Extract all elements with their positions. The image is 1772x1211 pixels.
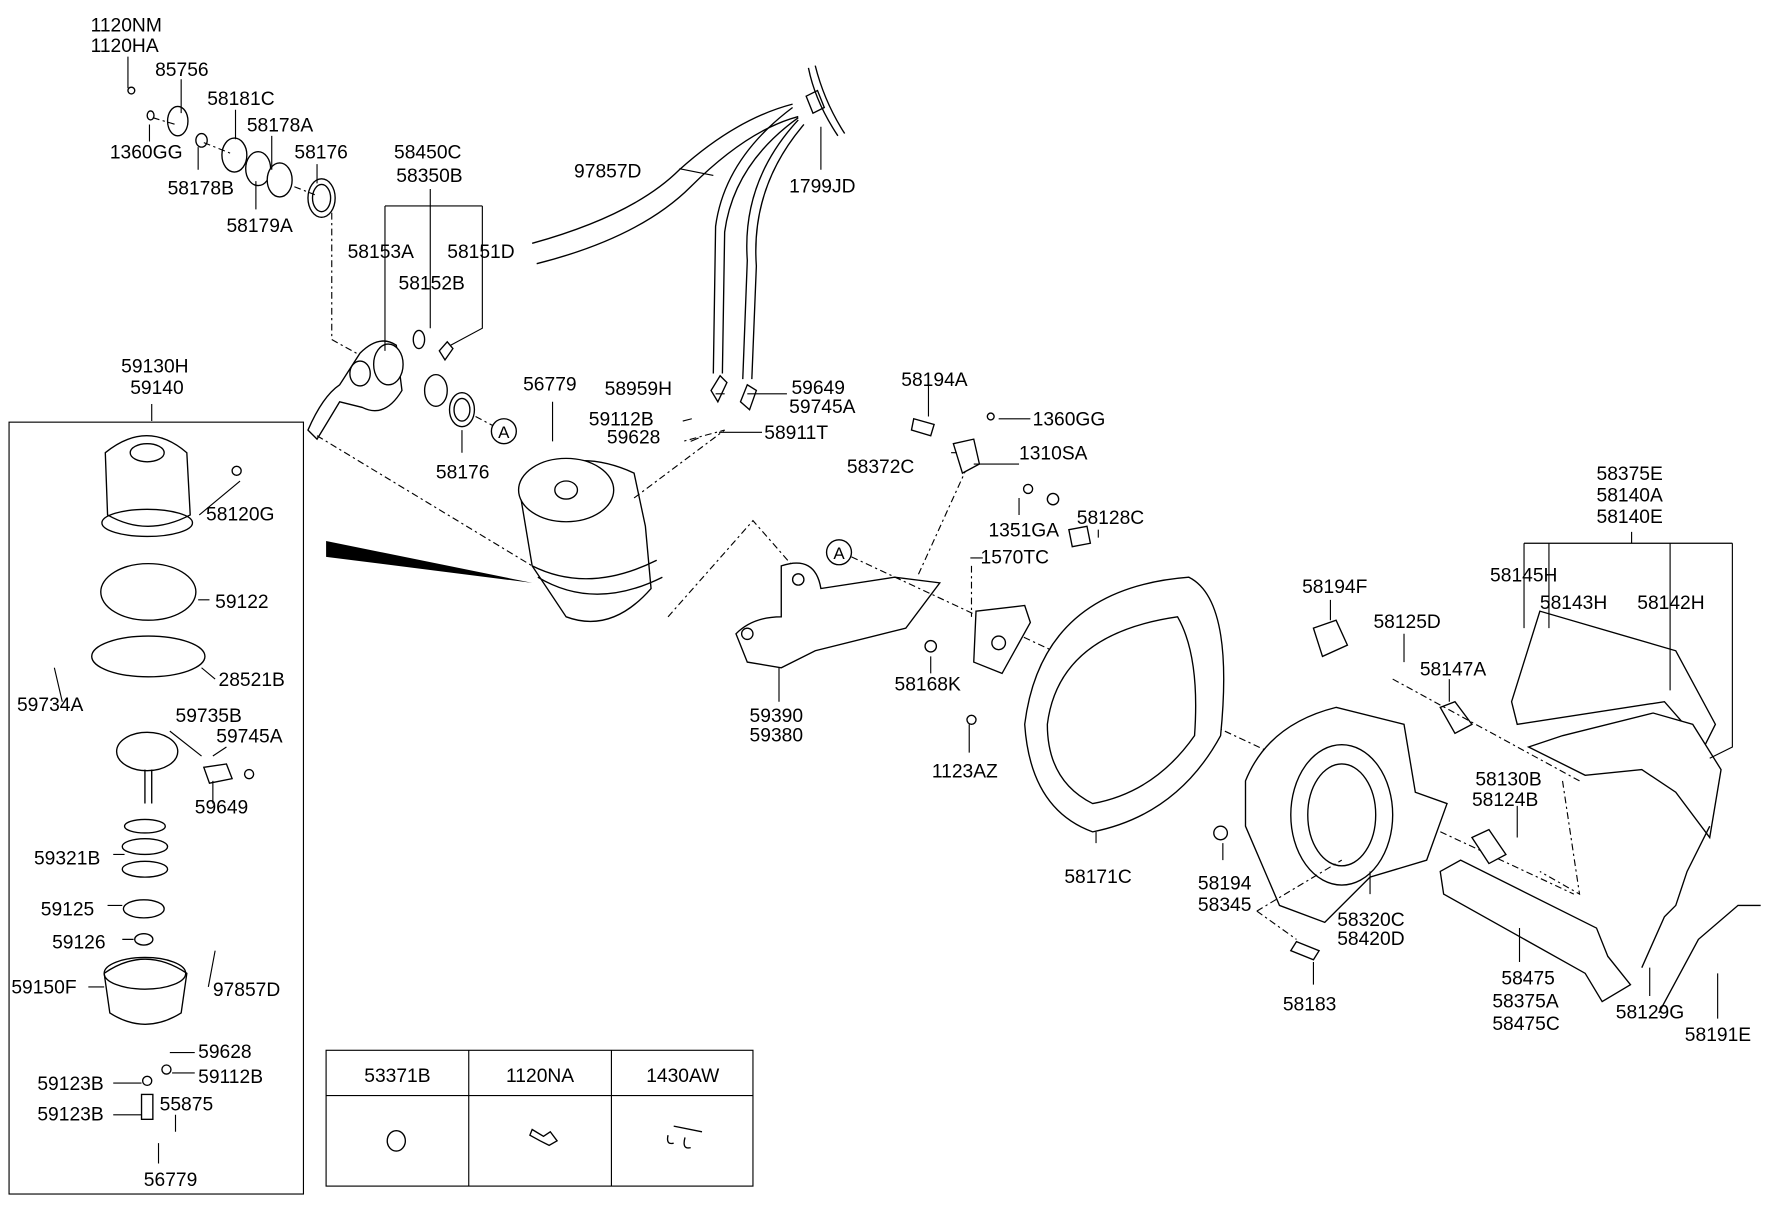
callout: 28521B [219,670,285,691]
callout: 1360GG [1033,410,1106,431]
callout: 59321B [34,849,100,870]
legend-header-53371b: 53371B [364,1066,430,1087]
callout: 58176 [294,142,348,163]
callout: 58194A [901,370,968,391]
callout: 59628 [198,1042,252,1063]
callout: 59126 [52,932,106,953]
callout: 58130B [1475,769,1541,790]
callout: 58124B [1472,790,1538,811]
callout: 58179A [226,216,293,237]
callout: 1351GA [988,520,1059,541]
callout: 58171C [1064,867,1132,888]
callout: 58194F [1302,577,1367,598]
callout: 56779 [144,1170,198,1191]
callout: 58375A [1492,991,1559,1012]
callout: 55875 [160,1094,214,1115]
callout: 58320C [1337,910,1405,931]
callout: 59140 [130,378,184,399]
bolt-icon [529,1128,559,1147]
callout: 56779 [523,374,577,395]
leader-lines [53,56,1733,1164]
callout: 58140A [1596,485,1663,506]
callout: 59735B [176,706,242,727]
callout: 58120G [206,505,274,526]
chamber-assembly-box [8,421,305,1195]
reference-marker-a: A [833,544,845,563]
callout: 58450C [394,142,462,163]
callout: 58147A [1420,660,1487,681]
legend-table: 53371B 1120NA 1430AW [325,1049,754,1187]
callout: 58475C [1492,1014,1560,1035]
callout: 59649 [791,378,845,399]
callout: 59123B [37,1104,103,1125]
callout: 58372C [847,457,915,478]
clip-icon [666,1125,703,1149]
callout: 85756 [155,60,209,81]
callout: 58143H [1540,593,1607,614]
legend-header-1430aw: 1430AW [646,1066,720,1087]
callout: 59125 [41,900,95,921]
callout: 58475 [1501,969,1555,990]
callout: 59122 [215,592,269,613]
callout: 59649 [195,798,249,819]
callout: 58151D [447,242,514,263]
callout: 59745A [789,397,856,418]
callout: 58142H [1637,593,1704,614]
callout: 1799JD [789,176,855,197]
callout: 97857D [574,162,641,183]
callout: 58145H [1490,566,1557,587]
legend-header-1120na: 1120NA [506,1066,574,1087]
callout: 58128C [1077,508,1145,529]
callout: 58168K [894,674,961,695]
callout: 97857D [213,980,280,1001]
callout: 58345 [1198,895,1252,916]
callout: 59390 [750,706,804,727]
part-callouts: 1120NM 1120HA 85756 58181C 58178A 1360GG… [11,16,1751,1191]
callout: 59130H [121,356,188,377]
callout: 58191E [1685,1025,1751,1046]
callout: 58181C [207,89,275,110]
callout: 58140E [1596,507,1662,528]
callout: 1120NM [91,16,162,37]
callout: 1310SA [1019,444,1088,465]
callout: 59112B [198,1067,263,1088]
nut-icon [386,1129,407,1152]
callout: 59380 [750,725,804,746]
callout: 59112B [589,410,654,431]
callout: 59150F [11,978,76,999]
callout: 58153A [348,242,415,263]
callout: 58959H [605,379,672,400]
callout: 59745A [216,726,283,747]
callout: 58129G [1616,1003,1684,1024]
callout: 1120HA [91,36,159,57]
reference-marker-a: A [498,423,510,442]
callout: 58420D [1337,929,1404,950]
callout: 58125D [1373,612,1440,633]
callout: 58176 [436,463,490,484]
callout: 1570TC [981,548,1050,569]
callout: 58194 [1198,874,1252,895]
part-drawings [91,65,1761,1121]
callout: 59123B [37,1074,103,1095]
callout: 58375E [1596,464,1662,485]
callout: 1123AZ [932,762,998,783]
callout: 1360GG [110,142,183,163]
callout: 58178A [247,115,314,136]
callout: 58350B [396,166,462,187]
callout: 59628 [607,428,661,449]
callout: 59734A [17,695,84,716]
callout: 58911T [764,423,828,444]
callout: 58152B [399,274,465,295]
callout: 58183 [1283,995,1337,1016]
callout: 58178B [168,179,234,200]
